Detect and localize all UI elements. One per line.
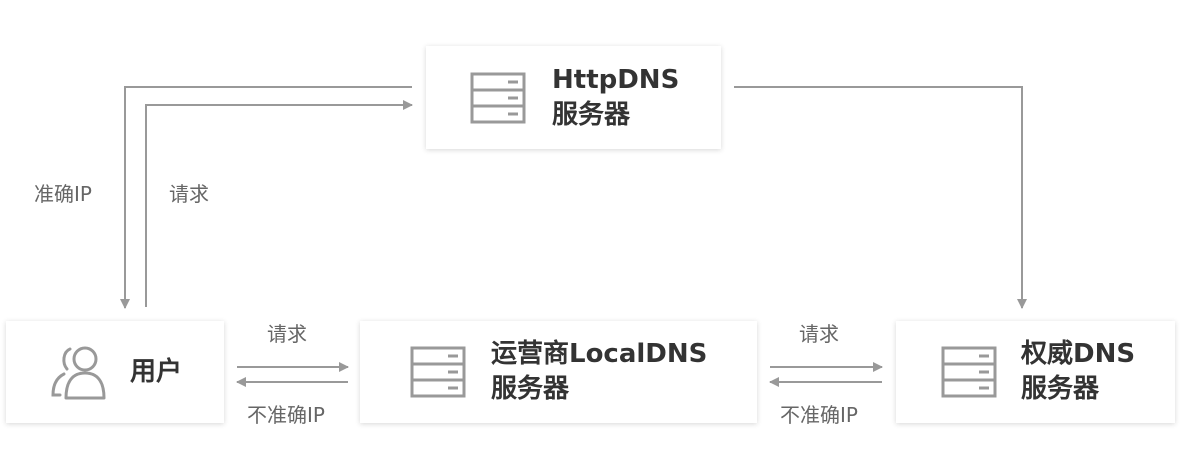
authoritative-dns-server-label: 权威DNS 服务器 (1021, 337, 1135, 407)
authoritative-dns-server-line1: 权威DNS (1021, 339, 1136, 369)
arrow-user-to-httpdns (145, 100, 413, 307)
server-icon (470, 72, 526, 124)
edge-label-accurate-ip: 准确IP (34, 182, 92, 206)
arrow-httpdns-to-user (120, 86, 412, 309)
local-dns-server-line1: 运营商LocalDNS (491, 339, 708, 369)
edge-label-request-httpdns: 请求 (169, 182, 209, 206)
local-dns-server-label: 运营商LocalDNS 服务器 (491, 337, 707, 407)
edge-label-request-auth: 请求 (799, 322, 839, 346)
local-dns-server-line2: 服务器 (491, 374, 570, 404)
httpdns-server-node: HttpDNS 服务器 (426, 46, 721, 149)
edge-label-inaccurate-ip-user: 不准确IP (247, 403, 325, 427)
user-label: 用户 (130, 356, 183, 387)
server-icon (941, 346, 997, 398)
httpdns-server-label: HttpDNS 服务器 (552, 63, 679, 133)
authoritative-dns-server-node: 权威DNS 服务器 (896, 321, 1175, 423)
edge-label-inaccurate-ip-local: 不准确IP (780, 403, 858, 427)
httpdns-server-line1: HttpDNS (552, 64, 680, 95)
arrow-httpdns-to-auth (734, 86, 1027, 309)
user-node: 用户 (6, 321, 224, 423)
authoritative-dns-server-line2: 服务器 (1021, 374, 1100, 404)
server-icon (410, 346, 466, 398)
user-icon (50, 343, 108, 401)
edge-label-request-local: 请求 (267, 322, 307, 346)
httpdns-server-line2: 服务器 (552, 99, 631, 130)
local-dns-server-node: 运营商LocalDNS 服务器 (360, 321, 757, 423)
